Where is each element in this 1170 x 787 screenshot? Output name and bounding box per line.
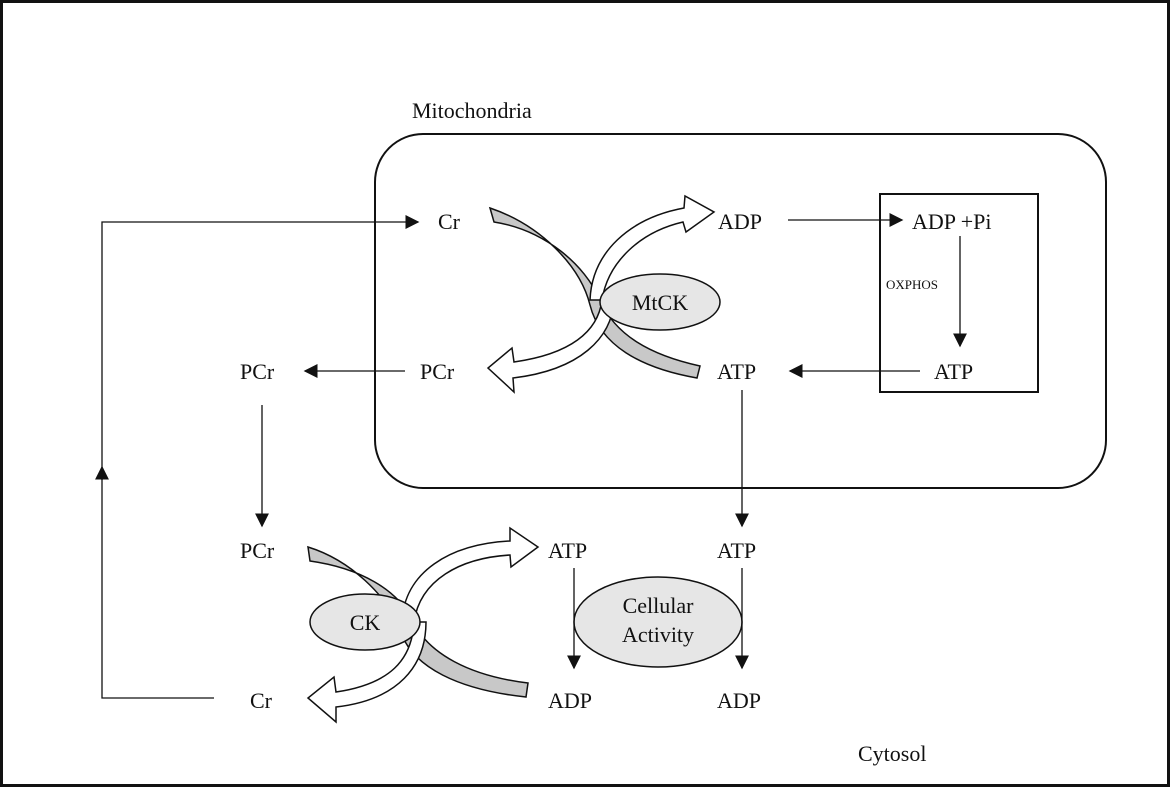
cr-return-line: [101, 478, 214, 699]
atp-mito-label: ATP: [717, 359, 756, 384]
ck-atp-hollow-arrow: [401, 526, 540, 623]
ck-enzyme: [309, 593, 421, 651]
atp-cyto-right-label: ATP: [717, 538, 756, 563]
cr-mito-label: Cr: [438, 209, 461, 234]
pcr-mito-label: PCr: [420, 359, 455, 384]
mitochondria-label: Mitochondria: [412, 98, 532, 123]
cellular-activity-line2: Activity: [622, 622, 694, 647]
cr-cyto-label: Cr: [250, 688, 273, 713]
atp-cyto-left-label: ATP: [548, 538, 587, 563]
cr-return-to-mito-arrow: [101, 215, 420, 467]
mtck-reaction-arrows: [486, 194, 716, 394]
adp-cyto-left-label: ADP: [548, 688, 592, 713]
adp-mito-label: ADP: [718, 209, 762, 234]
oxphos-label: OXPHOS: [886, 277, 938, 292]
mtck-enzyme: [599, 273, 721, 331]
adp-pi-label: ADP +Pi: [912, 209, 991, 234]
ck-label: CK: [350, 610, 381, 635]
pcr-cyto-label: PCr: [240, 538, 275, 563]
pcr-outer-label: PCr: [240, 359, 275, 384]
cytosol-label: Cytosol: [858, 741, 926, 766]
mitochondria-compartment: [374, 133, 1107, 489]
ck-cr-hollow-arrow: [306, 621, 427, 724]
adp-cyto-right-label: ADP: [717, 688, 761, 713]
mtck-adp-hollow-arrow: [589, 194, 716, 301]
atp-box-label: ATP: [934, 359, 973, 384]
mtck-pcr-hollow-arrow: [486, 299, 615, 394]
mtck-label: MtCK: [632, 290, 688, 315]
cellular-activity-line1: Cellular: [623, 593, 695, 618]
oxphos-box: [879, 193, 1039, 393]
